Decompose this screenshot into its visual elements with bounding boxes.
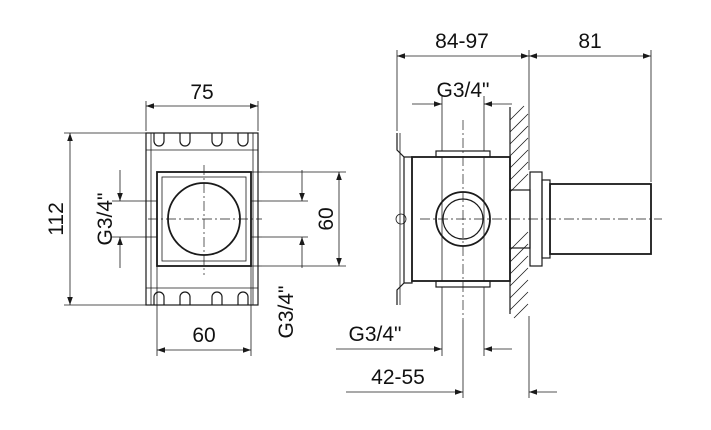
dim-g34-left-label: G3/4"	[94, 193, 117, 246]
bottom-mounting-slots	[153, 291, 249, 305]
wall-hatching	[509, 105, 529, 319]
dim-g34-bottom-label: G3/4"	[275, 286, 298, 339]
dim-60-right-label: 60	[315, 207, 338, 230]
dim-81-label: 81	[578, 30, 601, 53]
dim-84-97-label: 84-97	[435, 30, 489, 53]
dim-112-label: 112	[45, 202, 68, 235]
side-view: 84-97 81 G3/4" G3/4" 42-55	[336, 30, 662, 398]
dim-60-bottom-label: 60	[192, 324, 215, 347]
mounting-bracket	[396, 133, 405, 305]
dim-42-55-label: 42-55	[371, 366, 425, 389]
dim-75-label: 75	[190, 81, 213, 104]
front-view: 75 112 G3/4" 60 G3/4" 60	[45, 81, 346, 356]
top-mounting-slots	[153, 133, 249, 147]
dim-g34-top-label: G3/4"	[437, 79, 490, 102]
dim-g34-side-bottom-label: G3/4"	[349, 323, 402, 346]
